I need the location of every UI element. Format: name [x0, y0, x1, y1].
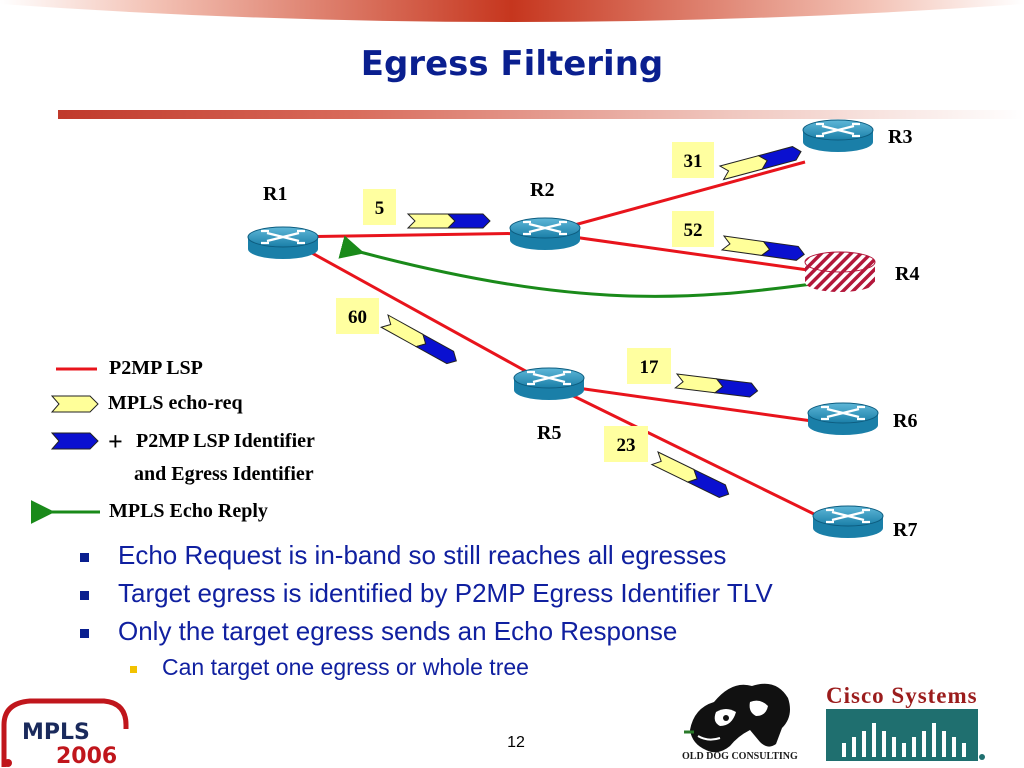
label-box-17: 17 — [627, 348, 671, 384]
router-label-r6: R6 — [893, 410, 917, 432]
old-dog-caption: OLD DOG CONSULTING — [682, 751, 798, 762]
router-label-r2: R2 — [530, 179, 554, 201]
router-r3[interactable] — [802, 119, 874, 152]
legend-identifier-label: P2MP LSP Identifier — [136, 430, 315, 452]
router-label-r1: R1 — [263, 183, 287, 205]
router-icon — [812, 505, 884, 538]
svg-text:31: 31 — [684, 151, 703, 172]
legend-plus: + — [108, 427, 123, 456]
bullet-square-icon — [130, 666, 137, 673]
link-r2-r3 — [544, 160, 806, 235]
top-banner — [0, 0, 1024, 22]
packet-r5-r7 — [650, 451, 730, 499]
router-icon — [802, 119, 874, 152]
list-item: Only the target egress sends an Echo Res… — [78, 616, 978, 654]
router-icon — [247, 226, 319, 259]
cisco-systems-wordmark: Cisco Systems — [826, 683, 978, 708]
cisco-systems-logo — [826, 709, 985, 761]
router-r2[interactable] — [509, 217, 581, 250]
filtered-router-icon — [804, 251, 876, 292]
router-icon — [513, 367, 585, 400]
svg-text:60: 60 — [348, 307, 367, 328]
legend-identifier-swatch — [50, 432, 99, 450]
router-icon — [807, 402, 879, 435]
bullet-square-icon — [80, 591, 89, 600]
label-box-5: 5 — [363, 189, 396, 225]
packet-r1-r2 — [406, 213, 491, 229]
svg-text:23: 23 — [617, 435, 636, 456]
router-r7[interactable] — [812, 505, 884, 538]
link-r5-r7 — [548, 382, 819, 518]
label-box-52: 52 — [672, 211, 714, 247]
svg-text:2006: 2006 — [56, 744, 117, 768]
legend-lsp-label: P2MP LSP — [109, 357, 203, 379]
bullet-square-icon — [80, 553, 89, 562]
list-item: Target egress is identified by P2MP Egre… — [78, 578, 978, 616]
router-r6[interactable] — [807, 402, 879, 435]
router-label-r7: R7 — [893, 519, 917, 541]
bullet-square-icon — [80, 629, 89, 638]
router-label-r4: R4 — [895, 263, 919, 285]
router-label-r3: R3 — [888, 126, 912, 148]
svg-text:52: 52 — [684, 220, 703, 241]
packet-r2-r4 — [720, 235, 805, 261]
echo-reply-path — [338, 235, 813, 298]
page-title: Egress Filtering — [360, 44, 664, 84]
svg-text:17: 17 — [640, 357, 660, 378]
page-number: 12 — [507, 734, 525, 751]
link-r1-r2 — [282, 231, 546, 239]
sub-list-item: Can target one egress or whole tree — [78, 654, 978, 688]
router-r1[interactable] — [247, 226, 319, 259]
mpls-2006-logo: MPLS 2006 — [1, 698, 129, 768]
legend-echo-req-label: MPLS echo-req — [108, 392, 243, 414]
old-dog-logo — [684, 683, 790, 753]
title-underline — [58, 110, 1024, 119]
legend-echo-req-swatch — [50, 395, 99, 413]
lsp-links — [282, 160, 819, 518]
packet-r1-r5 — [379, 313, 457, 365]
label-box-23: 23 — [604, 426, 648, 462]
list-item: Echo Request is in-band so still reaches… — [78, 540, 978, 578]
router-icon — [509, 217, 581, 250]
label-box-31: 31 — [672, 142, 714, 178]
label-box-60: 60 — [336, 298, 379, 334]
svg-text:5: 5 — [375, 198, 385, 219]
packet-r2-r3 — [718, 146, 802, 181]
legend-echo-reply-label: MPLS Echo Reply — [109, 500, 268, 522]
legend-identifier-label-2: and Egress Identifier — [134, 463, 314, 485]
link-r2-r4 — [544, 231, 809, 272]
svg-text:MPLS: MPLS — [22, 720, 90, 745]
link-r1-r5 — [282, 235, 550, 386]
bullet-list: Echo Request is in-band so still reaches… — [78, 540, 978, 688]
router-r4[interactable] — [804, 251, 876, 292]
router-r5[interactable] — [513, 367, 585, 400]
packet-r5-r6 — [674, 373, 759, 398]
router-label-r5: R5 — [537, 422, 561, 444]
link-r5-r6 — [548, 382, 813, 423]
